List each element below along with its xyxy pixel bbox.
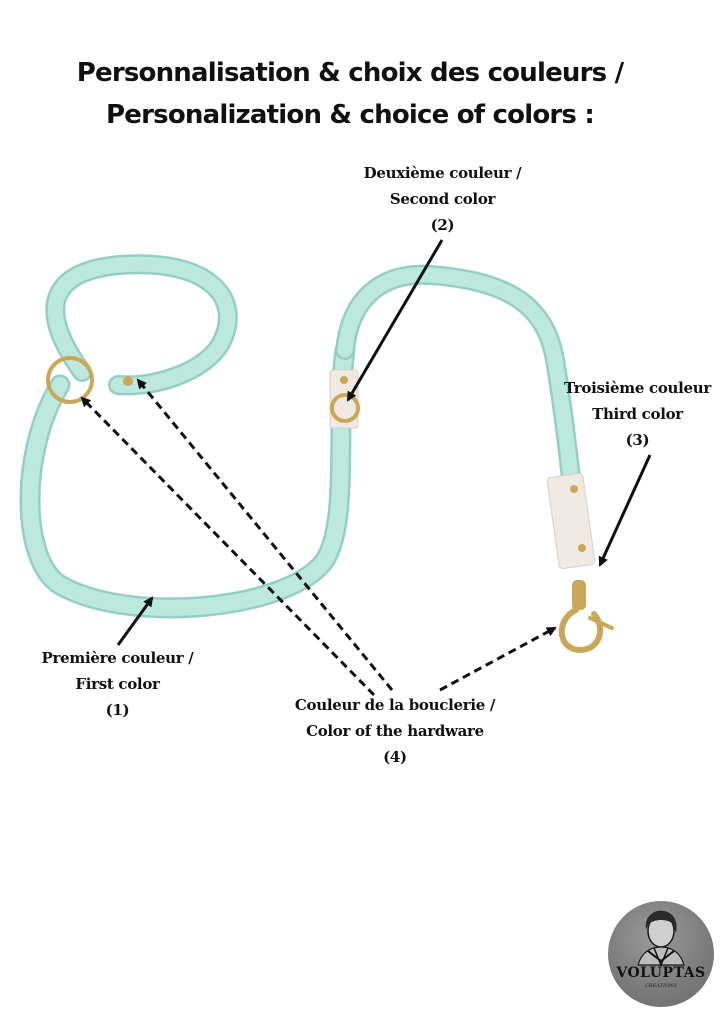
label-hardware-color: Couleur de la bouclerie / Color of the h… <box>275 692 515 770</box>
label-second-en: Second color <box>389 190 496 208</box>
label-first-num: (1) <box>105 701 130 719</box>
title-line-2: Personalization & choice of colors : <box>106 100 595 130</box>
label-first-fr: Première couleur / <box>41 649 194 667</box>
keeper-second <box>329 369 359 429</box>
label-second-color: Deuxième couleur / Second color (2) <box>340 160 545 238</box>
label-third-num: (3) <box>625 431 650 449</box>
logo-tagline: CRÉATIONS <box>645 983 677 989</box>
label-third-en: Third color <box>592 405 683 423</box>
label-hardware-fr: Couleur de la bouclerie / <box>294 696 496 714</box>
arrow-third-color <box>598 454 652 567</box>
swivel-hardware <box>572 580 586 610</box>
label-hardware-num: (4) <box>383 748 407 766</box>
snap-hook-lever <box>588 616 614 630</box>
arrow-hardware-3 <box>439 626 557 692</box>
o-ring-hardware <box>46 356 94 404</box>
label-hardware-en: Color of the hardware <box>306 722 484 740</box>
rivet-hardware-4 <box>578 544 586 552</box>
logo-portrait-icon <box>637 910 685 967</box>
snap-hook-hardware <box>558 607 604 654</box>
page-title: Personnalisation & choix des couleurs / … <box>0 52 700 136</box>
rivet-hardware <box>123 376 133 386</box>
d-ring-hardware <box>330 393 360 423</box>
arrow-second-color <box>346 239 444 402</box>
label-first-en: First color <box>75 675 160 693</box>
arrow-hardware-2 <box>80 396 376 697</box>
label-second-fr: Deuxième couleur / <box>363 164 522 182</box>
rivet-hardware-3 <box>570 485 578 493</box>
first-color-strap-face <box>47 256 236 393</box>
label-second-num: (2) <box>430 216 455 234</box>
arrow-first-color <box>116 596 154 646</box>
logo-name: VOLUPTAS <box>616 965 706 981</box>
rivet-hardware-2 <box>340 376 348 384</box>
label-first-color: Première couleur / First color (1) <box>20 645 215 723</box>
first-color-strap-lower <box>19 339 356 619</box>
arrow-hardware-1 <box>136 378 394 691</box>
title-line-1: Personnalisation & choix des couleurs / <box>76 58 624 88</box>
label-third-fr: Troisième couleur <box>564 379 711 397</box>
label-third-color: Troisième couleur Third color (3) <box>550 375 723 453</box>
second-color-strap-face <box>337 267 586 548</box>
first-color-strap-lower-face <box>22 342 353 616</box>
voluptas-logo: VOLUPTAS CRÉATIONS <box>608 901 714 1007</box>
